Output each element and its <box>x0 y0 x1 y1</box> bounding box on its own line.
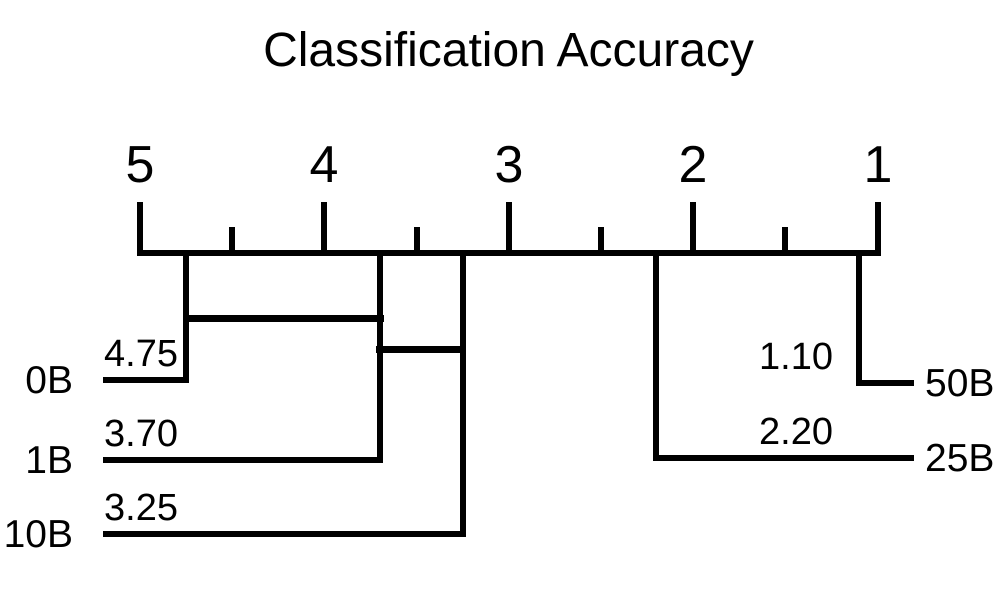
method-0b-connector-line <box>103 377 189 383</box>
method-label-50b: 50B <box>925 362 995 405</box>
rank-tick-2 <box>690 202 696 256</box>
method-1b-rank-value: 3.70 <box>104 413 178 455</box>
method-50b-rank-value: 1.10 <box>759 336 833 378</box>
rank-tick-label-3: 3 <box>494 136 524 194</box>
method-25b-connector-line <box>653 455 914 461</box>
rank-tick-4 <box>321 202 327 256</box>
method-25b-vertical-line <box>653 250 659 461</box>
method-label-25b: 25B <box>925 437 995 480</box>
method-label-0b: 0B <box>25 359 73 402</box>
minor-tick <box>782 227 788 256</box>
chart-title: Classification Accuracy <box>263 24 754 77</box>
rank-tick-label-5: 5 <box>125 136 155 194</box>
method-1b-connector-line <box>103 457 383 463</box>
method-25b-rank-value: 2.20 <box>759 411 833 453</box>
method-1b-vertical-line <box>377 250 383 463</box>
clique-bar-1 <box>183 315 384 322</box>
method-label-1b: 1B <box>25 439 73 482</box>
minor-tick <box>598 227 604 256</box>
method-50b-vertical-line <box>856 250 862 386</box>
method-10b-vertical-line <box>460 250 466 537</box>
method-10b-rank-value: 3.25 <box>104 487 178 529</box>
clique-bar-2 <box>376 346 466 353</box>
method-50b-connector-line <box>856 380 914 386</box>
rank-tick-label-1: 1 <box>863 136 893 194</box>
rank-tick-1 <box>875 202 881 256</box>
method-10b-connector-line <box>103 531 466 537</box>
rank-tick-3 <box>506 202 512 256</box>
rank-tick-5 <box>137 202 143 256</box>
method-label-10b: 10B <box>3 513 73 556</box>
rank-tick-label-2: 2 <box>678 136 708 194</box>
rank-tick-label-4: 4 <box>309 136 339 194</box>
minor-tick <box>229 227 235 256</box>
method-0b-rank-value: 4.75 <box>104 333 178 375</box>
minor-tick <box>414 227 420 256</box>
